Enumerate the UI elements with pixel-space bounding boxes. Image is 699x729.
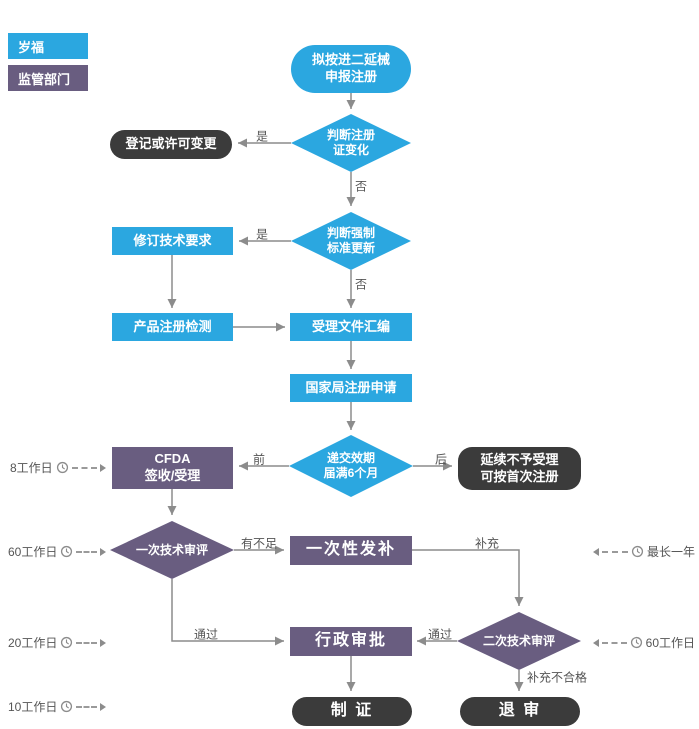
timing-max-one-year: 最长一年 [593,543,695,560]
clock-icon [631,545,644,558]
timing-label: 最长一年 [646,545,695,559]
timing-60-working-days-right: 60工作日 [593,634,695,651]
legend-applicant: 岁福 [8,33,88,59]
decision-submission-deadline-label: 递交效期 届满6个月 [323,451,379,480]
dashed-line [76,641,97,644]
diamond-shape [289,435,413,497]
node-issue-certificate: 制 证 [292,697,412,726]
diamond-shape [457,612,581,670]
node-cfda-sign-accept: CFDA 签收/受理 [112,447,233,489]
node-start: 拟按进二延械 申报注册 [291,45,411,93]
timing-10-working-days: 10工作日 [8,698,106,715]
clock-icon [56,461,69,474]
node-return-review: 退 审 [460,697,580,726]
diamond-shape [291,114,411,172]
dashed-line [71,466,97,469]
timing-8-working-days: 8工作日 [10,459,106,476]
edge-label-insufficient: 有不足 [240,536,278,551]
edge-label-supplement: 补充 [474,536,500,551]
edge-label-supplement-unqualified: 补充不合格 [526,670,588,685]
timing-20-working-days: 20工作日 [8,634,106,651]
node-one-time-supplement: 一次性发补 [290,536,412,565]
edge-label-before: 前 [252,452,266,467]
arrowhead-right-icon [100,547,106,556]
decision-submission-deadline: 递交效期 届满6个月 [289,435,413,497]
edge-label-yes: 是 [255,129,269,144]
arrowhead-right-icon [100,638,106,647]
arrowhead-left-icon [593,547,599,556]
legend-regulator: 监管部门 [8,65,88,91]
node-national-bureau-application: 国家局注册申请 [290,374,412,402]
node-acceptance-file-compilation: 受理文件汇编 [290,313,412,341]
clock-icon [630,636,643,649]
edge-label-after: 后 [434,452,448,467]
edge-label-yes: 是 [255,227,269,242]
arrowhead-right-icon [100,463,106,472]
decision-cert-change-label: 判断注册 证变化 [326,128,375,157]
dashed-line [602,550,628,553]
decision-second-technical-review: 二次技术审评 [457,612,581,670]
node-product-registration-testing: 产品注册检测 [112,313,233,341]
node-revise-tech-requirements: 修订技术要求 [112,227,233,255]
clock-icon [60,545,73,558]
edge-label-pass: 通过 [427,627,453,642]
timing-label: 60工作日 [645,636,695,650]
arrowhead-right-icon [100,702,106,711]
decision-first-technical-review-label: 一次技术审评 [135,542,208,557]
clock-icon [60,636,73,649]
decision-second-technical-review-label: 二次技术审评 [482,633,555,648]
decision-cert-change: 判断注册 证变化 [291,114,411,172]
dashed-line [76,550,97,553]
dashed-line [602,641,627,644]
timing-label: 20工作日 [8,636,58,650]
timing-60-working-days: 60工作日 [8,543,106,560]
clock-icon [60,700,73,713]
edge-label-no: 否 [354,179,368,194]
timing-label: 8工作日 [10,461,53,475]
edge-label-pass: 通过 [193,627,219,642]
timing-label: 10工作日 [8,700,58,714]
node-renewal-not-accepted: 延续不予受理 可按首次注册 [458,447,581,490]
diamond-shape [291,212,411,270]
node-reg-or-license-change: 登记或许可变更 [110,130,232,159]
diamond-shape [110,521,234,579]
decision-first-technical-review: 一次技术审评 [110,521,234,579]
node-administrative-approval: 行政审批 [290,627,412,656]
decision-standard-update-label: 判断强制 标准更新 [326,226,375,255]
arrowhead-left-icon [593,638,599,647]
edge-label-no: 否 [354,277,368,292]
dashed-line [76,705,97,708]
timing-label: 60工作日 [8,545,58,559]
decision-standard-update: 判断强制 标准更新 [291,212,411,270]
